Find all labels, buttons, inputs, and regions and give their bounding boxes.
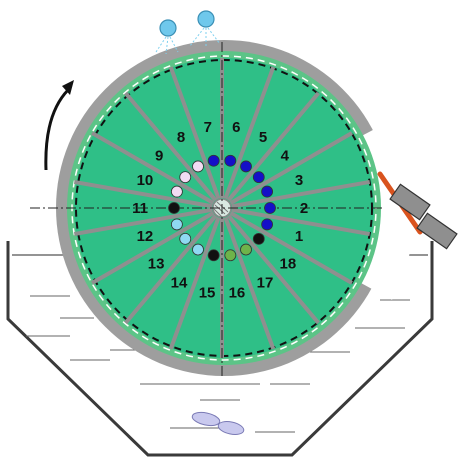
segment-label: 10 — [137, 172, 154, 189]
segment-label: 1 — [295, 228, 303, 245]
segment-dot — [224, 154, 237, 167]
spray-nozzle-icon — [155, 10, 221, 55]
segment-dot — [170, 218, 183, 231]
segment-dot — [207, 154, 220, 167]
segment-label: 6 — [232, 119, 240, 136]
segment-dot — [264, 202, 276, 214]
segment-dot — [207, 249, 220, 262]
scraper-icon — [377, 171, 458, 250]
liquid-wave-lines — [26, 269, 410, 433]
segment-dot — [179, 171, 192, 184]
drum-spoke — [229, 211, 353, 285]
segment-label: 14 — [171, 274, 188, 291]
segment-dot — [252, 232, 265, 245]
segment-dot — [168, 202, 180, 214]
drum-spoke — [229, 131, 353, 205]
segment-label: 18 — [280, 255, 297, 272]
segment-dot — [240, 243, 252, 256]
propeller-icon — [191, 411, 245, 435]
segment-label: 16 — [229, 285, 246, 302]
segment-dot — [170, 185, 183, 198]
drum-spoke — [91, 211, 215, 285]
segment-dot — [192, 160, 204, 173]
segment-dot — [179, 232, 192, 245]
drum-spoke — [73, 207, 213, 237]
segment-label: 15 — [199, 285, 216, 302]
segment-dot — [261, 218, 274, 231]
segment-label: 12 — [137, 228, 154, 245]
segment-dot — [192, 243, 204, 256]
drum-spoke — [231, 179, 371, 209]
segment-label: 17 — [257, 274, 274, 291]
drum-spoke — [91, 131, 215, 205]
segment-dot — [261, 185, 274, 198]
tank-outline — [6, 241, 434, 457]
segment-label: 4 — [281, 147, 290, 164]
curved-arrow-icon — [44, 80, 74, 171]
drum-spoke — [223, 216, 276, 350]
segment-dot — [240, 160, 252, 173]
drum-spoke — [124, 91, 218, 202]
segment-label: 2 — [300, 200, 308, 217]
segment-label: 5 — [259, 129, 267, 146]
segment-dot — [224, 249, 237, 262]
drum-spoke — [168, 216, 221, 350]
drum-spoke — [226, 91, 320, 202]
drum-spoke — [124, 214, 218, 325]
segment-label: 11 — [132, 200, 148, 217]
segment-label: 7 — [204, 119, 212, 136]
segment-label: 9 — [155, 147, 163, 164]
drum-spoke — [73, 179, 213, 209]
segment-label: 3 — [295, 172, 303, 189]
drum-spoke — [231, 207, 371, 237]
segment-label: 8 — [177, 129, 185, 146]
drum-spoke — [168, 66, 221, 200]
segment-label: 13 — [148, 255, 165, 272]
drum-spoke — [226, 214, 320, 325]
segment-dot — [252, 171, 265, 184]
segment-status-dots — [168, 154, 276, 262]
drum-spoke — [223, 66, 276, 200]
